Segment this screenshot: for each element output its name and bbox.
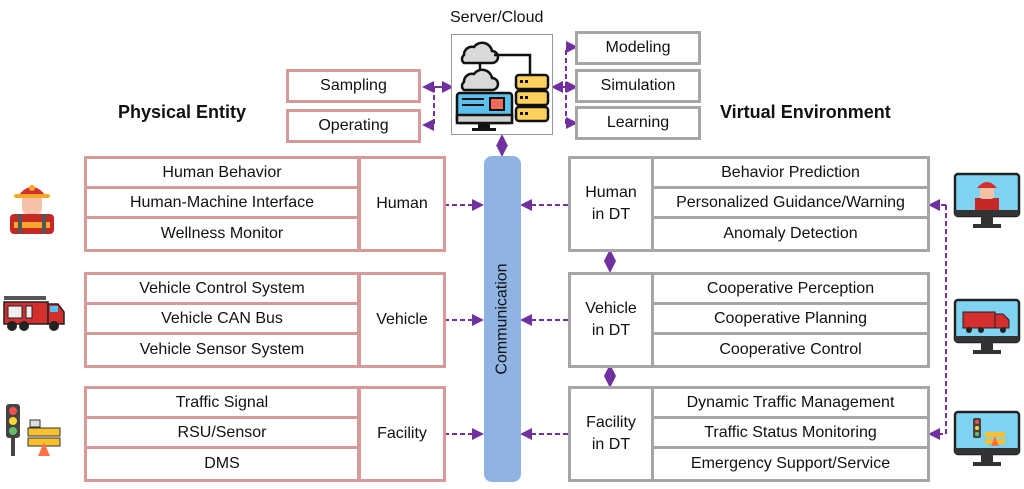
monitor-fire-truck-icon bbox=[953, 298, 1021, 354]
sampling-box: Sampling bbox=[286, 69, 421, 103]
virtual-item: Cooperative Planning bbox=[654, 305, 927, 335]
physical-group-human: Human Behavior Human-Machine Interface W… bbox=[84, 156, 446, 252]
virtual-group-label-line: Facility bbox=[586, 414, 636, 432]
fire-truck-icon bbox=[3, 296, 65, 331]
traffic-facility-icon bbox=[6, 404, 61, 456]
physical-group-label: Vehicle bbox=[358, 272, 446, 368]
physical-item: Vehicle Sensor System bbox=[139, 341, 305, 358]
monitor-firefighter-icon bbox=[953, 172, 1021, 228]
virtual-group-human: Human in DT Behavior Prediction Personal… bbox=[568, 156, 930, 252]
physical-item: Wellness Monitor bbox=[160, 225, 284, 242]
physical-group-label: Human bbox=[358, 156, 446, 252]
virtual-item: Traffic Status Monitoring bbox=[654, 419, 927, 449]
arrow-to-status bbox=[928, 205, 947, 440]
virtual-item: Behavior Prediction bbox=[654, 159, 927, 189]
physical-item: Vehicle CAN Bus bbox=[87, 305, 357, 335]
physical-item: RSU/Sensor bbox=[87, 419, 357, 449]
virtual-group-label-line: in DT bbox=[591, 206, 631, 223]
virtual-group-label-line: Human bbox=[585, 184, 637, 202]
firefighter-icon bbox=[10, 185, 54, 234]
virtual-item: Emergency Support/Service bbox=[690, 455, 891, 472]
modeling-box: Modeling bbox=[575, 31, 701, 65]
virtual-item: Anomaly Detection bbox=[723, 225, 858, 242]
communication-label: Communication bbox=[493, 263, 511, 375]
virtual-group-label-line: in DT bbox=[591, 436, 631, 453]
arrow-to-operating bbox=[422, 87, 435, 131]
virtual-group-facility: Facility in DT Dynamic Traffic Managemen… bbox=[568, 386, 930, 482]
virtual-environment-heading: Virtual Environment bbox=[720, 102, 891, 122]
physical-item: Human Behavior bbox=[87, 159, 357, 189]
virtual-item: Cooperative Control bbox=[719, 341, 862, 358]
physical-item: DMS bbox=[204, 455, 240, 472]
physical-item: Traffic Signal bbox=[87, 389, 357, 419]
virtual-group-vehicle: Vehicle in DT Cooperative Perception Coo… bbox=[568, 272, 930, 368]
monitor-traffic-facility-icon bbox=[953, 410, 1021, 466]
virtual-item: Cooperative Perception bbox=[654, 275, 927, 305]
virtual-group-label-line: Vehicle bbox=[585, 300, 637, 318]
physical-item: Vehicle Control System bbox=[87, 275, 357, 305]
physical-group-label: Facility bbox=[358, 386, 446, 482]
virtual-item: Personalized Guidance/Warning bbox=[654, 189, 927, 219]
physical-entity-heading: Physical Entity bbox=[118, 102, 247, 122]
communication-bar: Communication bbox=[484, 156, 521, 482]
server-cloud-icon bbox=[455, 41, 550, 131]
virtual-item: Dynamic Traffic Management bbox=[654, 389, 927, 419]
physical-item: Human-Machine Interface bbox=[87, 189, 357, 219]
operating-box: Operating bbox=[286, 109, 421, 143]
physical-group-facility: Traffic Signal RSU/Sensor DMS Facility bbox=[84, 386, 446, 482]
learning-box: Learning bbox=[575, 106, 701, 140]
virtual-group-label-line: in DT bbox=[591, 322, 631, 339]
server-cloud-panel bbox=[451, 34, 553, 135]
server-title: Server/Cloud bbox=[450, 9, 544, 26]
physical-group-vehicle: Vehicle Control System Vehicle CAN Bus V… bbox=[84, 272, 446, 368]
simulation-box: Simulation bbox=[575, 69, 701, 103]
